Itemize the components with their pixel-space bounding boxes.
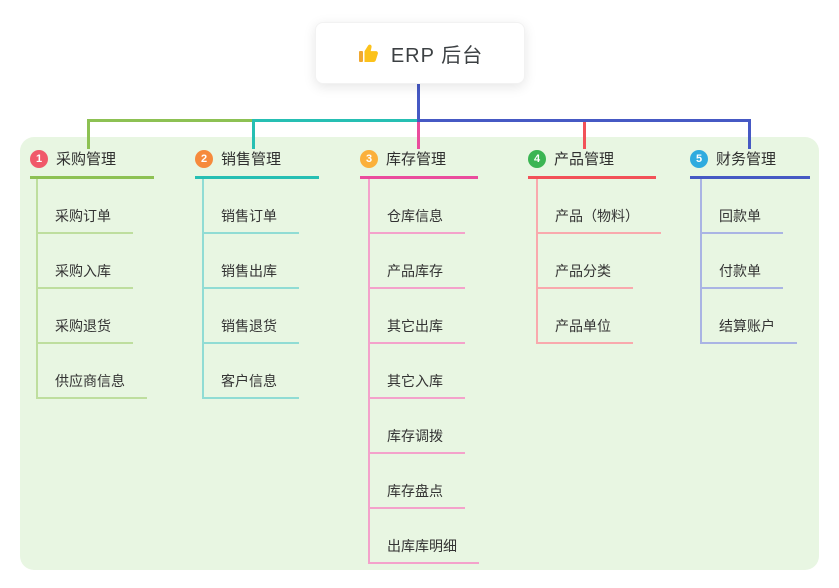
branches-panel — [20, 137, 819, 570]
branch-label-sales[interactable]: 2 销售管理 — [195, 148, 319, 179]
branch-sales: 2 销售管理 销售订单销售出库销售退货客户信息 — [195, 148, 319, 399]
list-item[interactable]: 库存调拨 — [370, 399, 465, 454]
branch-title: 库存管理 — [386, 151, 447, 168]
list-item[interactable]: 采购退货 — [38, 289, 133, 344]
branch-finance: 5 财务管理 回款单付款单结算账户 — [690, 148, 810, 344]
sub-list-inventory: 仓库信息产品库存其它出库其它入库库存调拨库存盘点出库库明细 — [368, 179, 479, 564]
badge-3: 3 — [360, 149, 378, 168]
list-item[interactable]: 出库库明细 — [370, 509, 479, 564]
drop-connector-purchase — [87, 119, 90, 149]
list-item[interactable]: 付款单 — [702, 234, 783, 289]
branch-title: 销售管理 — [221, 151, 282, 168]
list-item[interactable]: 产品单位 — [538, 289, 633, 344]
drop-connector-sales — [252, 119, 255, 149]
sub-list-purchase: 采购订单采购入库采购退货供应商信息 — [36, 179, 147, 399]
sub-list-product: 产品（物料）产品分类产品单位 — [536, 179, 661, 344]
list-item[interactable]: 客户信息 — [204, 344, 299, 399]
branch-label-inventory[interactable]: 3 库存管理 — [360, 148, 478, 179]
branch-inventory: 3 库存管理 仓库信息产品库存其它出库其它入库库存调拨库存盘点出库库明细 — [360, 148, 479, 564]
list-item[interactable]: 销售退货 — [204, 289, 299, 344]
list-item[interactable]: 销售订单 — [204, 179, 299, 234]
list-item[interactable]: 库存盘点 — [370, 454, 465, 509]
list-item[interactable]: 供应商信息 — [38, 344, 147, 399]
badge-2: 2 — [195, 149, 213, 168]
list-item[interactable]: 销售出库 — [204, 234, 299, 289]
list-item[interactable]: 产品分类 — [538, 234, 633, 289]
list-item[interactable]: 其它出库 — [370, 289, 465, 344]
badge-1: 1 — [30, 149, 48, 168]
branch-label-finance[interactable]: 5 财务管理 — [690, 148, 810, 179]
root-node[interactable]: ERP 后台 — [315, 22, 525, 84]
list-item[interactable]: 其它入库 — [370, 344, 465, 399]
sub-list-finance: 回款单付款单结算账户 — [700, 179, 797, 344]
branch-purchase: 1 采购管理 采购订单采购入库采购退货供应商信息 — [30, 148, 154, 399]
drop-connector-product — [583, 122, 586, 149]
list-item[interactable]: 回款单 — [702, 179, 783, 234]
list-item[interactable]: 仓库信息 — [370, 179, 465, 234]
badge-5: 5 — [690, 149, 708, 168]
drop-connector-finance — [748, 119, 751, 149]
sub-list-sales: 销售订单销售出库销售退货客户信息 — [202, 179, 299, 399]
badge-4: 4 — [528, 149, 546, 168]
branch-product: 4 产品管理 产品（物料）产品分类产品单位 — [528, 148, 661, 344]
list-item[interactable]: 产品库存 — [370, 234, 465, 289]
thumbs-up-icon — [357, 41, 381, 65]
bus-segment-right — [417, 119, 751, 122]
list-item[interactable]: 采购入库 — [38, 234, 133, 289]
branch-title: 产品管理 — [554, 151, 615, 168]
list-item[interactable]: 采购订单 — [38, 179, 133, 234]
branch-title: 财务管理 — [716, 151, 777, 168]
bus-segment-purchase — [87, 119, 254, 122]
branch-title: 采购管理 — [56, 151, 117, 168]
drop-connector-inventory — [417, 122, 420, 149]
bus-segment-sales — [252, 119, 418, 122]
branch-label-purchase[interactable]: 1 采购管理 — [30, 148, 154, 179]
branch-label-product[interactable]: 4 产品管理 — [528, 148, 656, 179]
list-item[interactable]: 产品（物料） — [538, 179, 661, 234]
trunk-connector — [417, 82, 420, 119]
list-item[interactable]: 结算账户 — [702, 289, 797, 344]
root-label: ERP 后台 — [390, 44, 484, 67]
